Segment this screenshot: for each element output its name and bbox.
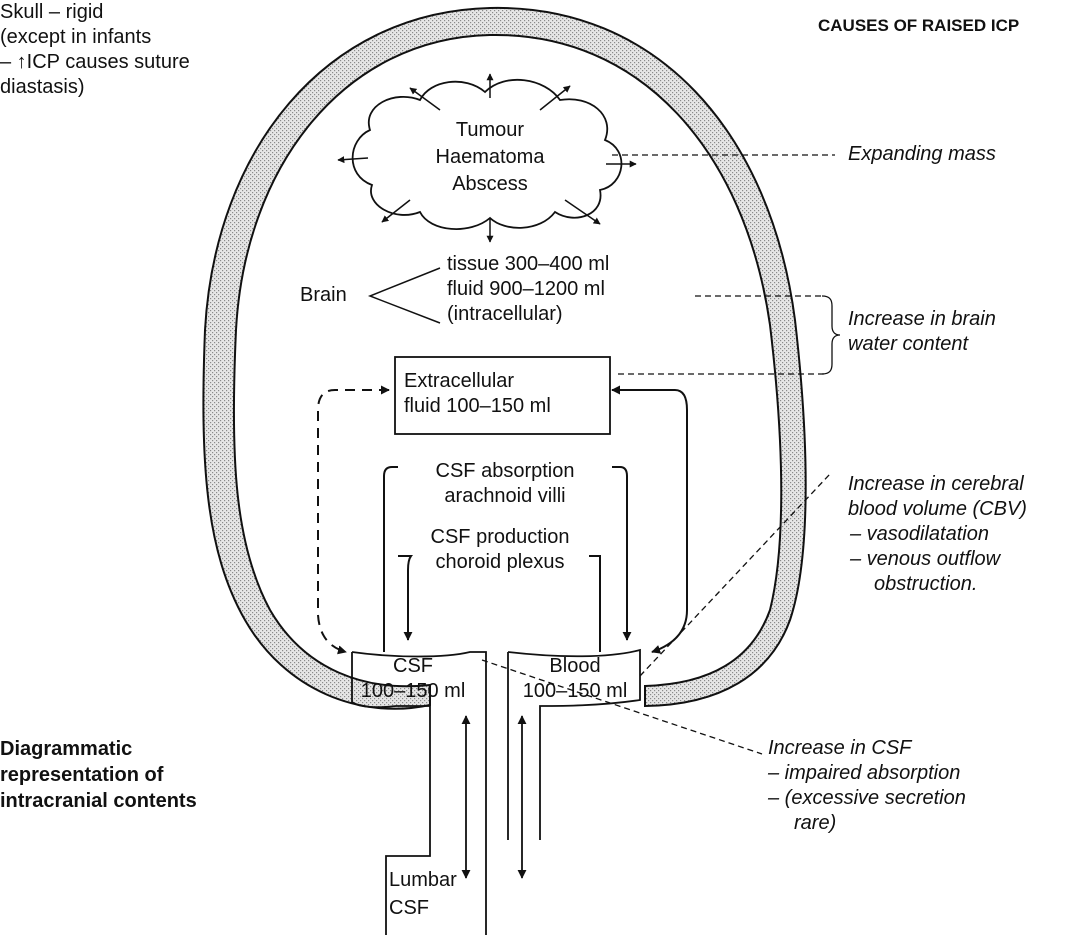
lumbar-label: Lumbar CSF <box>389 866 457 922</box>
blood-box-line: Blood <box>549 655 601 677</box>
cause-leaders <box>481 154 835 755</box>
cause-line: water content <box>848 333 969 355</box>
mass-arrows <box>337 73 637 243</box>
csf-production-line: CSF production <box>430 526 570 548</box>
cause-line: blood volume (CBV) <box>848 498 1027 520</box>
cause-line: obstruction. <box>874 573 978 595</box>
csf-box-label: CSF 100–150 ml <box>356 654 470 704</box>
causes-heading: CAUSES OF RAISED ICP <box>818 16 1020 35</box>
caption: Diagrammatic representation of intracran… <box>0 736 197 814</box>
brain-part: (intracellular) <box>447 303 563 325</box>
extracellular-line: Extracellular <box>404 370 515 392</box>
cause-expanding-mass: Expanding mass <box>848 143 996 165</box>
csf-box-line: 100–150 ml <box>360 680 466 702</box>
mass-cloud <box>351 78 623 230</box>
cause-line: Increase in CSF <box>768 737 912 759</box>
mass-label: Tumour Haematoma Abscess <box>410 117 570 198</box>
skull-note-line: (except in infants <box>0 26 152 48</box>
mass-line: Abscess <box>452 173 528 195</box>
caption-line: intracranial contents <box>0 790 197 812</box>
cause-line: – (excessive secretion <box>768 787 966 809</box>
csf-production-label: CSF production choroid plexus <box>400 525 600 575</box>
mass-line: Haematoma <box>435 146 545 168</box>
caption-line: Diagrammatic <box>0 738 133 760</box>
brain-fork <box>367 267 441 324</box>
blood-box-label: Blood 100–150 ml <box>510 654 640 704</box>
cause-cbv: Increase in cerebral blood volume (CBV) … <box>848 472 1027 597</box>
skull-note-line: – ↑ICP causes suture <box>0 51 190 73</box>
csf-box-line: CSF <box>393 655 433 677</box>
brain-parts: tissue 300–400 ml fluid 900–1200 ml (int… <box>447 252 609 327</box>
lumbar-line: Lumbar <box>389 869 457 891</box>
extracellular-line: fluid 100–150 ml <box>404 395 551 417</box>
cause-line: – venous outflow <box>850 548 1001 570</box>
cause-brain-water: Increase in brain water content <box>848 307 996 357</box>
skull-note-line: Skull – rigid <box>0 1 104 23</box>
csf-absorption-line: CSF absorption <box>435 460 575 482</box>
csf-absorption-line: arachnoid villi <box>444 485 566 507</box>
brain-label: Brain <box>300 284 347 306</box>
cause-line: Increase in cerebral <box>848 473 1024 495</box>
blood-box-line: 100–150 ml <box>522 680 628 702</box>
cause-line: – impaired absorption <box>768 762 961 784</box>
cause-csf: Increase in CSF – impaired absorption – … <box>768 736 966 836</box>
cause-line: rare) <box>794 812 837 834</box>
cause-line: – vasodilatation <box>850 523 989 545</box>
skull-note: Skull – rigid (except in infants – ↑ICP … <box>0 0 190 100</box>
dashed-flow-arrow <box>317 385 390 655</box>
channel-arrows <box>461 715 527 879</box>
csf-production-line: choroid plexus <box>435 551 565 573</box>
mass-line: Tumour <box>455 119 525 141</box>
extracellular-label: Extracellular fluid 100–150 ml <box>404 369 551 419</box>
skull-note-line: diastasis) <box>0 76 85 98</box>
csf-absorption-label: CSF absorption arachnoid villi <box>400 459 610 509</box>
brain-water-brace <box>821 295 841 375</box>
caption-line: representation of <box>0 764 164 786</box>
extracellular-box <box>394 356 611 435</box>
brain-part: fluid 900–1200 ml <box>447 278 605 300</box>
brain-part: tissue 300–400 ml <box>447 253 610 275</box>
lumbar-line: CSF <box>389 897 429 919</box>
skull <box>202 6 807 710</box>
cause-line: Increase in brain <box>848 308 996 330</box>
